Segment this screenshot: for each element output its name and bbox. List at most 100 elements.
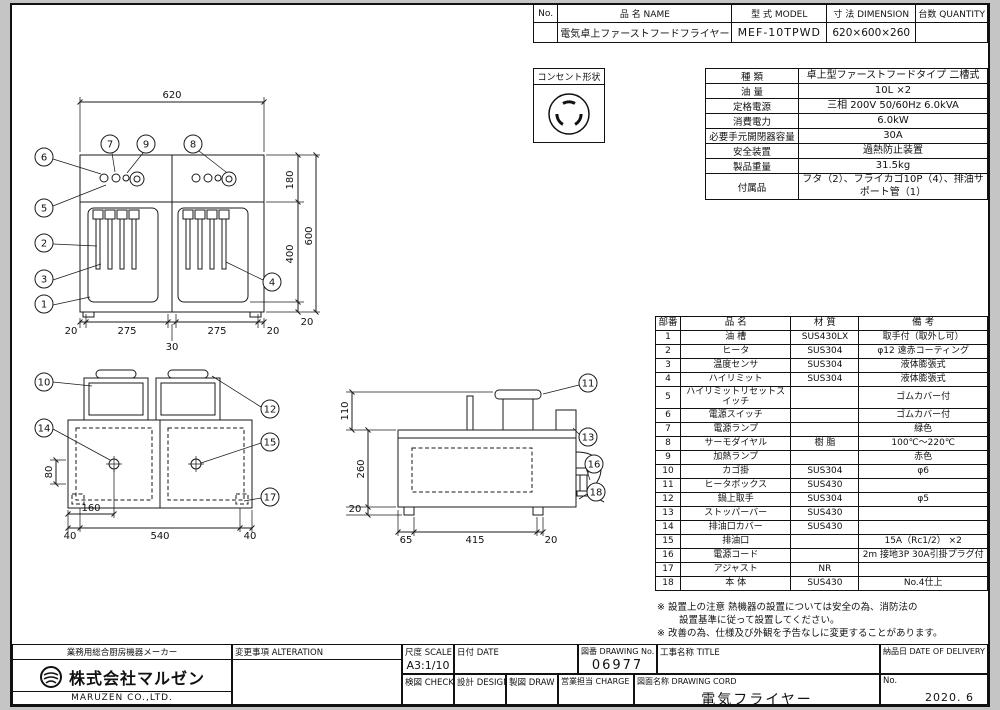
dim-620: 620 xyxy=(162,90,181,101)
maker-main: 株式会社マルゼン xyxy=(13,660,231,694)
spec-row: 種 類 卓上型ファーストフードタイプ 二槽式 xyxy=(705,68,989,84)
drawing-no-cell: 図番 DRAWING No. 06977 xyxy=(578,644,657,674)
design-cell: 設計 DESIGN xyxy=(454,674,506,705)
parts-row: 16 電源コード 2m 接地3P 30A引掛プラグ付 xyxy=(655,547,988,563)
date-label: 日付 DATE xyxy=(457,648,499,658)
scale-label: 尺度 SCALE xyxy=(405,648,452,658)
part-no: 18 xyxy=(655,575,681,591)
header-table-head-row: No. 品 名 NAME 型 式 MODEL 寸 法 DIMENSION 台数 … xyxy=(532,4,988,23)
dim-foot-20: 20 xyxy=(301,317,314,328)
spec-row: 消費電力 6.0kW xyxy=(705,113,989,129)
callout-13: 13 xyxy=(572,427,598,447)
scale-cell: 尺度 SCALE A3:1/10 xyxy=(402,644,454,674)
svg-text:1: 1 xyxy=(41,300,47,311)
dim-80: 80 xyxy=(44,466,55,479)
svg-text:5: 5 xyxy=(41,204,47,215)
draw-label: 製図 DRAW xyxy=(509,678,555,688)
svg-text:9: 9 xyxy=(143,140,149,151)
parts-row: 2 ヒータ SUS304 φ12 遠赤コーティング xyxy=(655,344,988,359)
dim-160: 160 xyxy=(81,503,100,514)
parts-row: 18 本 体 SUS430 No.4仕上 xyxy=(655,575,988,591)
drawing-sheet: No. 品 名 NAME 型 式 MODEL 寸 法 DIMENSION 台数 … xyxy=(10,3,990,707)
dim-600: 600 xyxy=(304,226,315,245)
callout-18: 18 xyxy=(578,482,606,502)
svg-text:13: 13 xyxy=(582,433,595,444)
maker-name: 株式会社マルゼン xyxy=(68,669,205,688)
outlet-symbol-box xyxy=(533,85,605,143)
parts-row: 14 排油口カバー SUS430 xyxy=(655,519,988,535)
dim-540: 540 xyxy=(150,531,169,542)
part-note: No.4仕上 xyxy=(858,575,988,591)
callout-8: 8 xyxy=(183,134,227,173)
dim-275a: 275 xyxy=(117,326,136,337)
callout-6: 6 xyxy=(34,147,102,175)
callout-16: 16 xyxy=(584,454,604,481)
front-callouts: 1 2 3 4 5 6 7 8 9 xyxy=(34,134,282,314)
dim-40a: 40 xyxy=(64,531,77,542)
dim-30: 30 xyxy=(166,342,179,353)
spec-row: 定格電源 三相 200V 50/60Hz 6.0kVA xyxy=(705,98,989,114)
spec-table: 種 類 卓上型ファーストフードタイプ 二槽式 油 量 10L ×2 定格電源 三… xyxy=(705,68,989,200)
front-dimensions: 620 180 400 20 600 20 275 275 20 30 xyxy=(65,90,320,353)
svg-text:8: 8 xyxy=(190,140,196,151)
alteration-box: 変更事項 ALTERATION xyxy=(232,644,402,705)
callout-7: 7 xyxy=(100,134,120,173)
svg-text:7: 7 xyxy=(107,140,113,151)
no-cell: No. xyxy=(880,674,988,705)
front-view: 620 180 400 20 600 20 275 275 20 30 xyxy=(34,90,320,353)
parts-table: 部番 品 名 材 質 備 考 1 油 槽 SUS430LX 取手付（取外し可） … xyxy=(655,316,988,591)
delivery-date-label: 納品日 DATE OF DELIVERY xyxy=(883,647,985,656)
top-callouts: 10 12 14 15 17 xyxy=(34,372,280,507)
dim-20b: 20 xyxy=(545,535,558,546)
dim-110: 110 xyxy=(340,401,351,420)
callout-10: 10 xyxy=(34,372,93,392)
callout-4: 4 xyxy=(225,261,282,292)
alteration-label: 変更事項 ALTERATION xyxy=(233,645,401,660)
svg-text:11: 11 xyxy=(582,379,595,390)
svg-text:2: 2 xyxy=(41,239,47,250)
parts-row: 12 鍋上取手 SUS304 φ5 xyxy=(655,491,988,507)
parts-row: 4 ハイリミット SUS304 液体膨張式 xyxy=(655,372,988,387)
locking-plug-icon xyxy=(548,92,590,135)
parts-row: 3 温度センサ SUS304 液体膨張式 xyxy=(655,358,988,373)
side-view: 110 260 20 65 415 20 11 13 16 18 xyxy=(340,373,606,546)
dim-40b: 40 xyxy=(244,531,257,542)
dim-275b: 275 xyxy=(207,326,226,337)
svg-text:16: 16 xyxy=(588,460,601,471)
top-body xyxy=(67,369,253,509)
project-title-label: 工事名称 TITLE xyxy=(660,648,720,658)
drawing-no-value: 06977 xyxy=(591,658,644,673)
spec-value: フタ（2）、フライカゴ10P（4）、排油サポート管（1） xyxy=(797,173,989,200)
dim-400: 400 xyxy=(285,244,296,263)
check-cell: 検図 CHECK xyxy=(402,674,454,705)
svg-text:10: 10 xyxy=(38,378,51,389)
maker-box: 業務用総合厨房機器メーカー 株式会社マルゼン MARUZEN CO.,LTD. xyxy=(12,644,232,705)
svg-text:14: 14 xyxy=(38,424,51,435)
svg-text:12: 12 xyxy=(264,405,277,416)
side-dimensions: 110 260 20 65 415 20 xyxy=(340,389,558,546)
drawing-no-label: 図番 DRAWING No. xyxy=(581,647,655,656)
check-label: 検図 CHECK xyxy=(405,678,454,688)
header-table: No. 品 名 NAME 型 式 MODEL 寸 法 DIMENSION 台数 … xyxy=(532,4,988,43)
top-dimensions: 80 160 40 540 40 xyxy=(44,457,257,542)
svg-text:18: 18 xyxy=(590,488,603,499)
note-line: 設置基準に従って設置してください。 xyxy=(679,614,840,626)
dim-65: 65 xyxy=(400,535,413,546)
callout-14: 14 xyxy=(34,418,111,461)
parts-row: 17 アジャスト NR xyxy=(655,561,988,577)
dim-b-20r: 20 xyxy=(267,326,280,337)
top-view: 80 160 40 540 40 10 12 14 15 17 xyxy=(34,369,280,542)
parts-row: 8 サーモダイヤル 樹 脂 100℃～220℃ xyxy=(655,435,988,451)
dim-260: 260 xyxy=(356,459,367,478)
svg-text:6: 6 xyxy=(41,153,47,164)
note-line: ※ 設置上の注意 熱機器の設置については安全の為、消防法の xyxy=(657,602,918,613)
svg-text:15: 15 xyxy=(264,438,277,449)
svg-text:4: 4 xyxy=(269,278,275,289)
scale-value: A3:1/10 xyxy=(406,659,450,672)
dim-20v: 20 xyxy=(349,504,362,515)
drawing-name-value: 電気フライヤー xyxy=(701,692,813,705)
no-label: No. xyxy=(883,676,898,686)
callout-2: 2 xyxy=(34,233,98,253)
callout-3: 3 xyxy=(34,263,102,289)
